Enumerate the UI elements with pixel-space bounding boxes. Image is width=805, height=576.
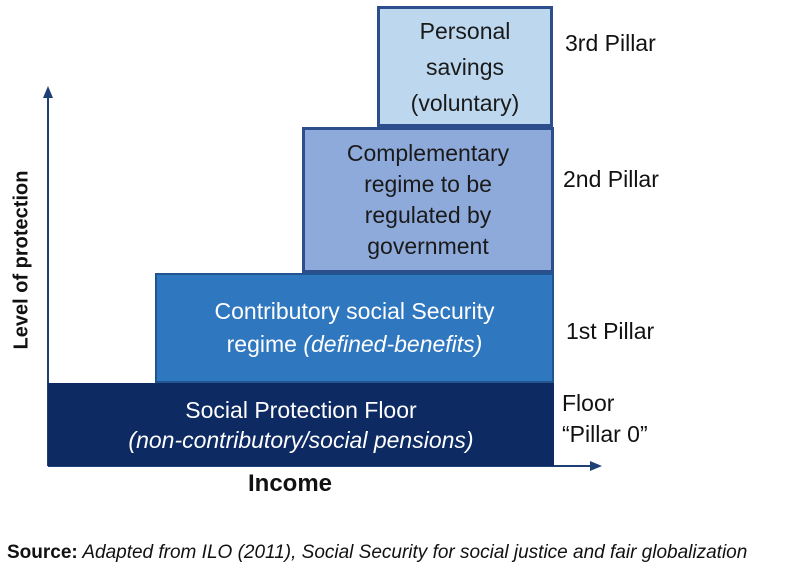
x-axis-arrow (590, 461, 602, 471)
pillar1-line-2-italic: (defined-benefits) (303, 331, 483, 357)
pillar3-block: Personal savings (voluntary) (377, 6, 553, 127)
pillar1-line-2-plain: regime (226, 331, 304, 357)
floor-label-line-1: Floor (562, 390, 615, 416)
pillar2-line-4: government (367, 233, 489, 259)
source-text: Adapted from ILO (2011), Social Security… (77, 542, 748, 563)
floor-block: Social Protection Floor (non-contributor… (48, 383, 554, 466)
x-axis-label: Income (248, 470, 333, 497)
pillar3-line-1: Personal (419, 17, 511, 44)
pillar2-block: Complementary regime to be regulated by … (302, 127, 554, 273)
pillar1-line-1: Contributory social Security (214, 298, 495, 324)
source-citation: Source: Adapted from ILO (2011), Social … (7, 542, 747, 564)
pillar1-label: 1st Pillar (566, 318, 655, 344)
pillar1-block: Contributory social Security regime (def… (155, 273, 554, 383)
pillar3-line-2: savings (426, 53, 504, 80)
pillar2-line-1: Complementary (346, 140, 510, 166)
floor-label-line-2: “Pillar 0” (562, 421, 648, 447)
floor-label: Floor “Pillar 0” (562, 388, 648, 450)
pillar3-line-3: (voluntary) (410, 89, 520, 116)
pillar1-line-2: regime (defined-benefits) (227, 328, 483, 361)
floor-line-2: (non-contributory/social pensions) (128, 426, 474, 453)
y-axis-arrow (43, 86, 53, 98)
pillar2-line-3: regulated by (364, 202, 492, 228)
y-axis-label: Level of protection (10, 170, 33, 350)
source-prefix: Source: (7, 542, 78, 563)
pillar2-line-2: regime to be (364, 171, 492, 197)
pillar3-label: 3rd Pillar (565, 30, 656, 56)
floor-line-1: Social Protection Floor (185, 396, 417, 423)
pillar2-label: 2nd Pillar (563, 166, 659, 192)
